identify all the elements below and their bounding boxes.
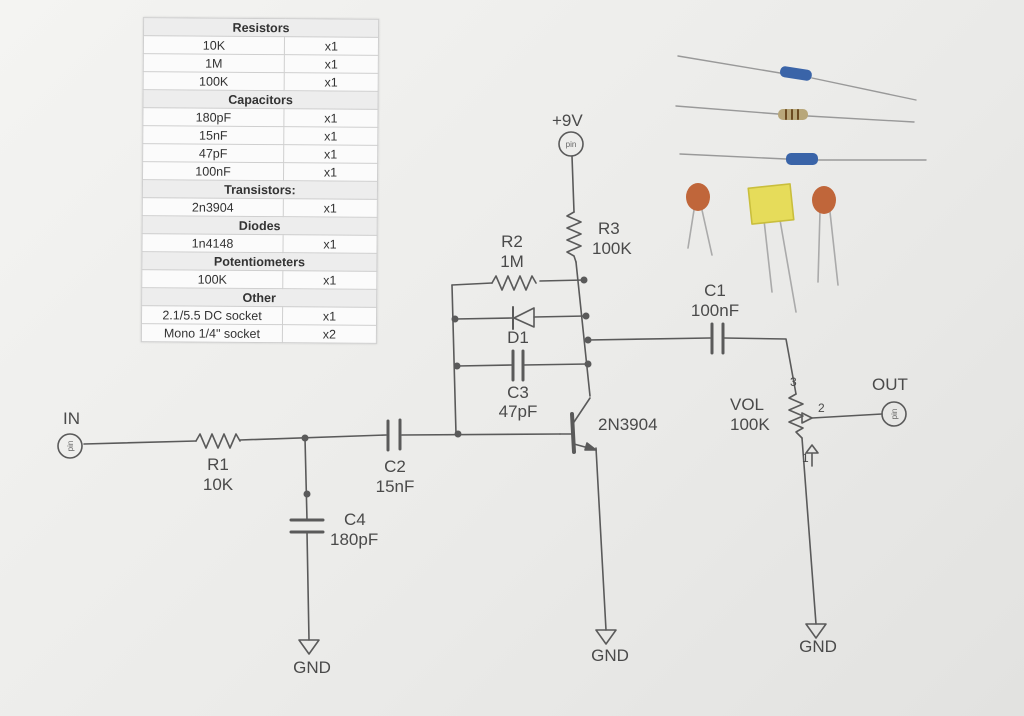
wire-c3-left — [456, 364, 514, 367]
in-label: IN — [63, 409, 80, 428]
r3-value: 100K — [592, 239, 632, 258]
c2-name: C2 — [384, 457, 406, 476]
wire-c4-node — [304, 437, 308, 521]
c3-name: C3 — [507, 383, 529, 402]
gnd-label-c4: GND — [293, 658, 331, 677]
r2-value: 1M — [500, 252, 524, 271]
photo-box-cap — [747, 183, 797, 313]
photo-resistor-blue-1 — [677, 55, 917, 101]
r2-name: R2 — [501, 232, 523, 251]
transistor-q1-symbol — [559, 397, 597, 454]
resistor-r1-symbol — [195, 433, 241, 449]
wire-d1-right — [533, 315, 587, 318]
wire-9v-to-r3 — [571, 155, 575, 213]
wire-pot-to-gnd — [801, 437, 817, 625]
wire-collector-to-c1 — [587, 337, 711, 341]
wire-r3-to-collector — [575, 261, 591, 397]
q1-name: 2N3904 — [598, 415, 658, 434]
vol-pin1: 1 — [802, 451, 809, 465]
vol-pin3: 3 — [790, 375, 797, 389]
c3-value: 47pF — [499, 402, 538, 421]
photo-ceramic-cap-2 — [812, 186, 839, 286]
r3-name: R3 — [598, 219, 620, 238]
pin-out-circle — [881, 401, 907, 427]
photo-ceramic-cap-1 — [686, 183, 713, 256]
wire-r2-right — [539, 279, 585, 282]
wire-input — [83, 440, 197, 445]
photo-resistor-blue-2 — [679, 153, 927, 165]
junction-dots — [301, 276, 592, 498]
capacitor-c3-symbol — [511, 349, 525, 382]
gnd-symbol-pot — [805, 623, 827, 639]
c1-name: C1 — [704, 281, 726, 300]
wire-r1-to-c2 — [239, 434, 387, 441]
pin-9v-circle — [558, 131, 584, 157]
gnd-symbol-emitter — [595, 629, 617, 645]
pin-out-text: pin — [890, 409, 899, 420]
wire-c4-to-gnd — [306, 531, 310, 641]
c4-name: C4 — [344, 510, 366, 529]
wire-c1-to-pot — [723, 337, 797, 395]
wire-c2-to-base — [401, 433, 561, 436]
vol-name: VOL — [730, 395, 764, 414]
capacitor-c1-symbol — [710, 322, 725, 355]
c4-value: 180pF — [330, 530, 378, 549]
c2-value: 15nF — [376, 477, 415, 496]
resistor-r3-symbol — [566, 211, 582, 263]
pin-in-text: pin — [66, 441, 75, 452]
supply-label: +9V — [552, 111, 583, 130]
pot-wiper-arrow — [801, 412, 813, 424]
wire-emitter-to-gnd — [595, 447, 607, 631]
pot-arrow-up — [805, 444, 819, 467]
capacitor-c4-symbol — [289, 518, 325, 534]
vol-value: 100K — [730, 415, 770, 434]
gnd-symbol-c4 — [298, 639, 320, 655]
wire-r2-left — [451, 282, 493, 286]
c1-value: 100nF — [691, 301, 739, 320]
r1-name: R1 — [207, 455, 229, 474]
pin-9v-text: pin — [566, 140, 577, 149]
gnd-label-pot: GND — [799, 637, 837, 656]
d1-name: D1 — [507, 328, 529, 347]
wire-d1-left — [454, 317, 514, 320]
out-label: OUT — [872, 375, 908, 394]
diode-d1-symbol — [512, 306, 535, 330]
photo-resistor-beige — [675, 105, 915, 123]
wire-feedback-left — [451, 284, 457, 435]
wire-c3-right — [522, 363, 589, 366]
pin-in-circle — [57, 433, 83, 459]
potentiometer-vol-symbol — [788, 393, 804, 439]
wire-wiper-to-out — [811, 413, 883, 419]
gnd-label-emitter: GND — [591, 646, 629, 665]
r1-value: 10K — [203, 475, 234, 494]
vol-pin2: 2 — [818, 401, 825, 415]
resistor-r2-symbol — [491, 275, 537, 291]
capacitor-c2-symbol — [386, 418, 402, 452]
